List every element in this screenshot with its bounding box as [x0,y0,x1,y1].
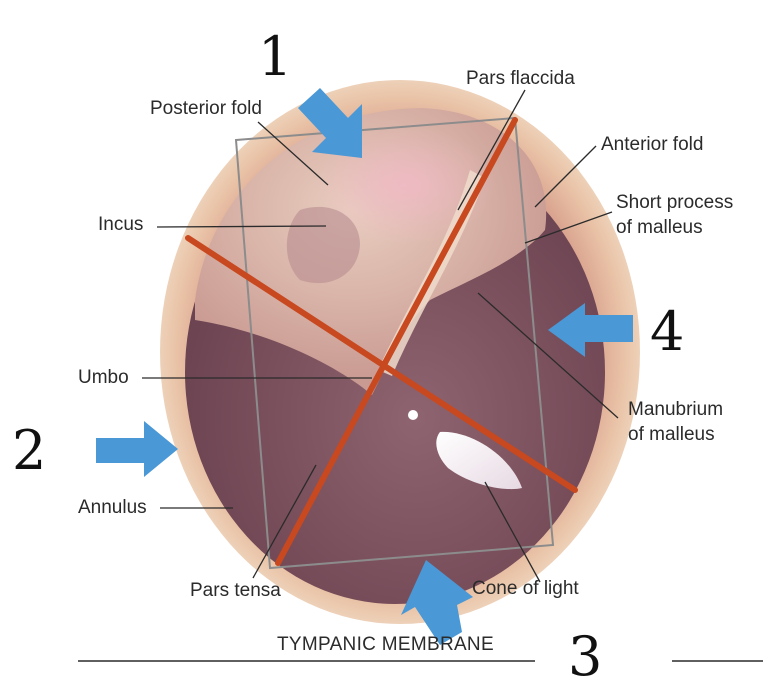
arrow-2 [96,421,178,477]
diagram-caption: TYMPANIC MEMBRANE [277,634,494,655]
quadrant-box [234,116,555,570]
label-pars-flaccida: Pars flaccida [466,68,575,89]
leader-cone-of-light [484,481,541,583]
leader-short-process [524,211,613,244]
quadrant-number-4: 4 [650,300,685,363]
label-manubrium-line1: Manubrium [628,399,724,420]
label-umbo: Umbo [78,367,129,388]
arrow-1 [298,88,362,158]
quadrant-number-2: 2 [12,419,47,482]
arrow-3 [401,560,473,645]
quadrant-number-1: 1 [258,25,293,88]
label-short-process-line2: of malleus [616,217,703,238]
leader-pars-flaccida [457,89,526,211]
label-annulus: Annulus [78,497,147,518]
label-posterior-fold: Posterior fold [150,98,262,119]
quadrant-line-cross-axis [185,235,578,493]
label-manubrium-line2: of malleus [628,424,715,445]
label-cone-of-light: Cone of light [472,578,579,599]
leader-anterior-fold [534,145,597,208]
leader-incus [156,225,327,228]
light-speck [408,410,418,420]
arrow-4 [548,303,633,357]
label-incus: Incus [98,214,144,235]
leader-manubrium [477,292,619,419]
leader-pars-tensa [252,464,317,579]
label-short-process-line1: Short process [616,192,734,213]
leader-posterior-fold [257,121,329,186]
cone-of-light-mark [436,431,522,490]
label-pars-tensa: Pars tensa [190,580,281,601]
label-anterior-fold: Anterior fold [601,134,704,155]
quadrant-number-3: 3 [568,625,603,688]
quadrant-line-long-axis [275,117,518,566]
